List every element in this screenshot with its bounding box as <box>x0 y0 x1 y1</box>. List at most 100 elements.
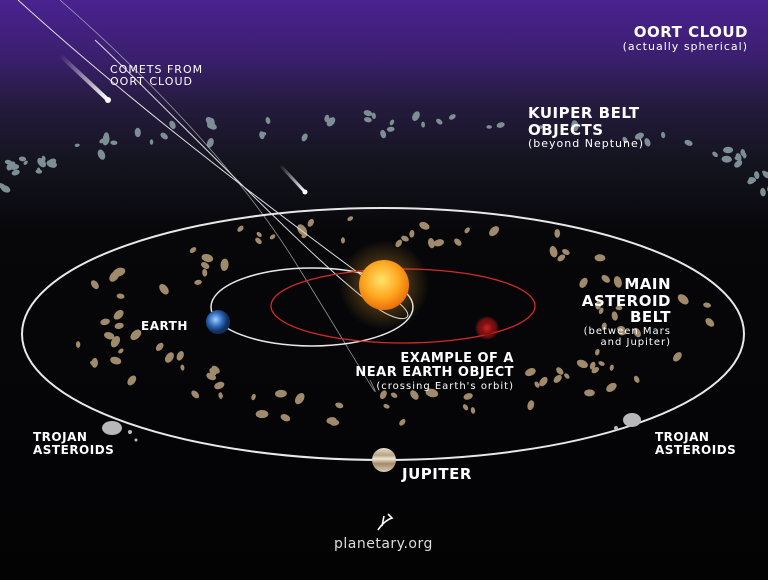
rock <box>100 318 110 326</box>
rock <box>194 279 202 285</box>
rock <box>486 125 492 129</box>
rock <box>496 122 505 128</box>
rock <box>419 221 430 230</box>
rock <box>760 187 766 197</box>
rock <box>18 156 27 162</box>
rock <box>206 138 214 148</box>
rock <box>11 169 20 176</box>
rock <box>218 392 223 399</box>
rock <box>601 274 610 283</box>
rock <box>537 125 543 130</box>
rock <box>149 139 154 145</box>
rock <box>564 373 570 379</box>
rock <box>0 185 11 193</box>
rock <box>169 120 176 130</box>
earth-label: EARTH <box>141 319 188 333</box>
site-footer-link[interactable]: planetary.org <box>334 536 433 552</box>
rock <box>335 402 344 409</box>
rock <box>611 311 618 321</box>
rock <box>557 254 566 262</box>
rock <box>412 111 420 121</box>
rock <box>470 407 476 414</box>
rock <box>576 359 588 369</box>
rock <box>110 336 121 348</box>
rock <box>114 322 124 329</box>
rock <box>409 230 415 238</box>
rock <box>36 167 41 173</box>
rock <box>448 114 456 120</box>
rock <box>554 229 561 238</box>
rock <box>256 231 262 238</box>
rock <box>251 393 256 401</box>
trojan-right-rock <box>623 413 641 427</box>
rock <box>191 390 200 399</box>
near-earth-object <box>475 316 499 340</box>
rock <box>527 400 535 411</box>
rock <box>113 309 124 320</box>
rock <box>109 270 120 282</box>
rock <box>754 171 760 180</box>
rock <box>489 226 500 237</box>
comet-1 <box>105 97 111 103</box>
rock <box>10 163 20 170</box>
rock <box>275 389 287 398</box>
rock <box>75 341 81 348</box>
rock <box>265 117 271 124</box>
rock <box>579 277 588 288</box>
rock <box>594 254 606 262</box>
rock <box>379 390 387 400</box>
comet-tail-2 <box>278 163 307 194</box>
rock <box>237 225 244 232</box>
rock <box>454 238 462 246</box>
rock <box>206 372 217 381</box>
oort-cloud-label: OORT CLOUD (actually spherical) <box>622 23 748 53</box>
rock <box>347 216 354 222</box>
rock <box>90 280 99 290</box>
rock <box>677 294 689 305</box>
rock <box>427 238 435 249</box>
rock <box>399 418 406 426</box>
rock <box>463 393 473 400</box>
rock <box>433 239 445 247</box>
rock <box>703 302 711 308</box>
rock <box>164 352 174 363</box>
rock <box>116 293 125 299</box>
rock <box>633 327 641 338</box>
rock <box>601 322 607 331</box>
rock <box>255 237 262 245</box>
rock <box>383 403 390 409</box>
rock <box>525 368 536 377</box>
jupiter-planet <box>372 448 396 472</box>
rock <box>380 129 387 139</box>
rock <box>705 318 715 327</box>
rock <box>734 160 743 168</box>
rock <box>734 156 741 161</box>
rock <box>556 367 564 375</box>
rock <box>118 348 124 354</box>
main-asteroid-belt <box>75 216 715 426</box>
rock <box>609 364 614 371</box>
comet-orbit-2 <box>59 0 376 392</box>
rock <box>23 160 28 165</box>
rock <box>389 119 395 126</box>
rock <box>464 227 470 234</box>
rock <box>584 389 595 397</box>
rock <box>180 364 185 371</box>
rock <box>160 132 168 140</box>
rock <box>189 247 197 254</box>
jupiter-label: JUPITER <box>402 465 472 483</box>
rock <box>202 268 208 277</box>
rock <box>634 132 644 140</box>
rock <box>363 117 372 123</box>
rock <box>613 276 622 288</box>
rock <box>280 414 291 422</box>
rock <box>220 258 229 271</box>
rock <box>598 361 605 366</box>
rock <box>201 262 210 269</box>
rock <box>436 118 443 125</box>
